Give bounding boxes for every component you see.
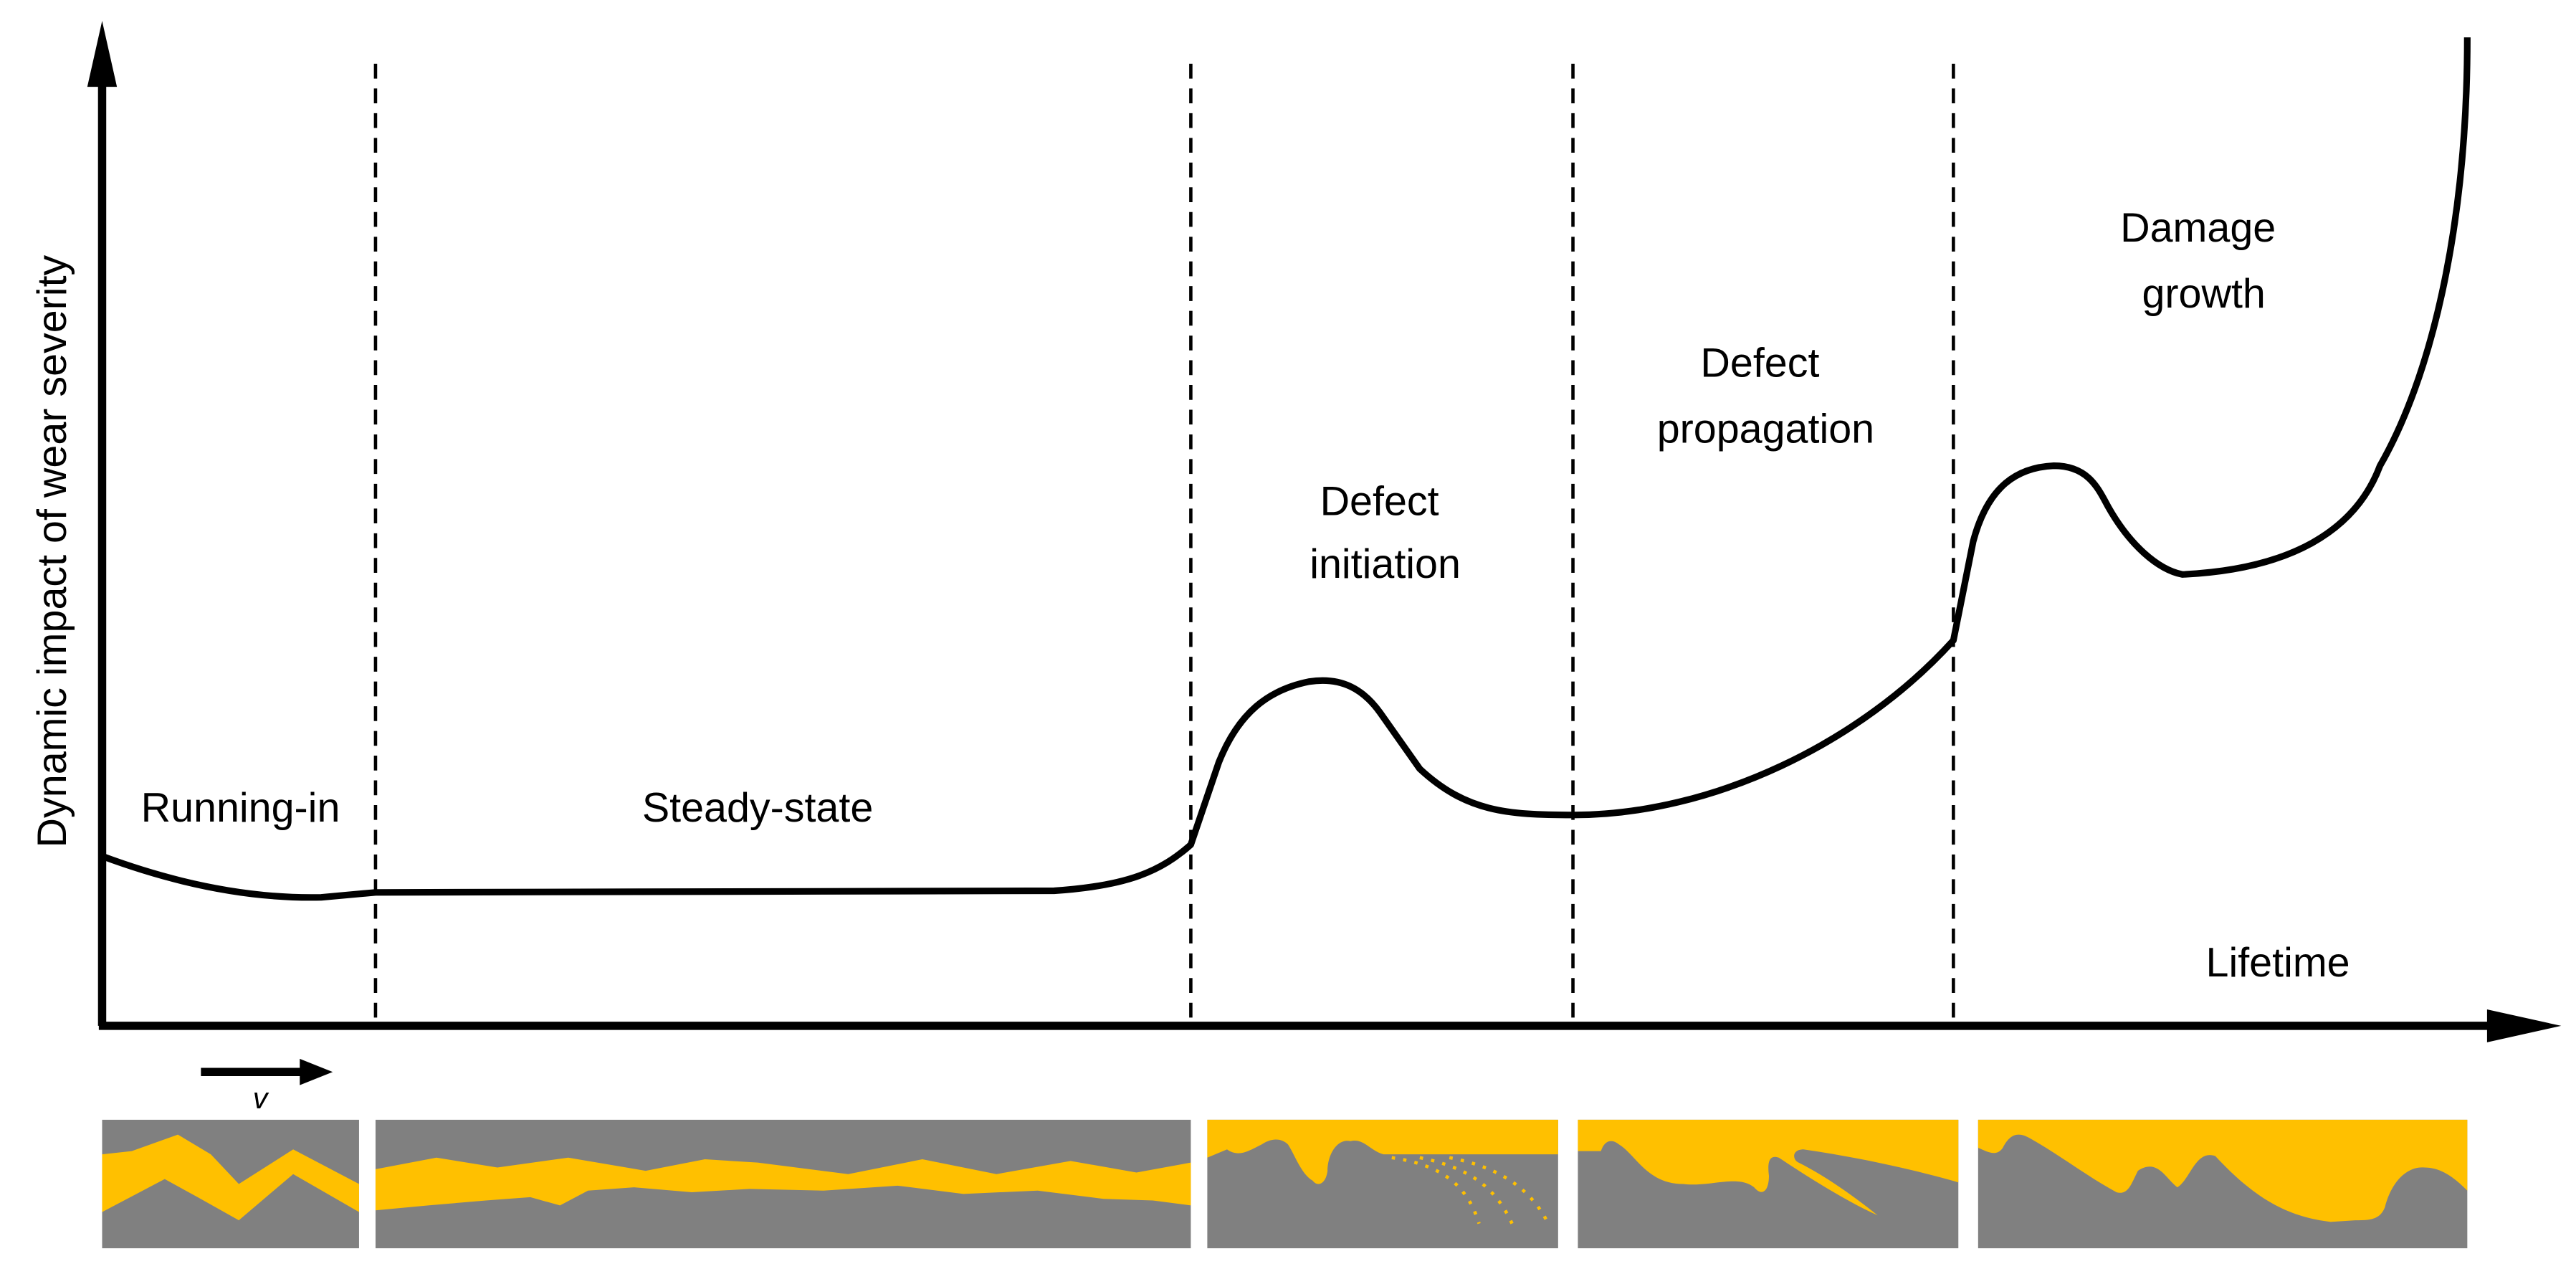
phase-label-defect-propagation: Defect propagation <box>1657 341 1874 452</box>
surface-panel-running-in <box>102 1119 359 1249</box>
phase-label-defect-initiation: Defect initiation <box>1310 479 1461 587</box>
y-axis-arrowhead <box>87 21 118 87</box>
wear-severity-curve <box>100 37 2471 901</box>
phase-label-damage-growth: Damage growth <box>2120 205 2287 317</box>
surface-panel-steady-state <box>375 1119 1191 1249</box>
phase-label-steady-state: Steady-state <box>642 785 873 831</box>
surface-panel-defect-initiation <box>1207 1119 1558 1249</box>
surface-panel-damage-growth <box>1978 1119 2468 1249</box>
x-axis-arrowhead <box>2486 1009 2562 1042</box>
x-axis-label: Lifetime <box>2206 940 2350 986</box>
phase-dividers <box>373 63 1955 1023</box>
crack-dots-initiation <box>1391 1156 1550 1224</box>
phase-label-running-in: Running-in <box>141 785 340 831</box>
velocity-arrowhead <box>300 1058 333 1085</box>
velocity-label: v <box>253 1082 269 1115</box>
surface-panel-defect-propagation <box>1578 1119 1959 1249</box>
y-axis-label: Dynamic impact of wear severity <box>29 255 75 847</box>
